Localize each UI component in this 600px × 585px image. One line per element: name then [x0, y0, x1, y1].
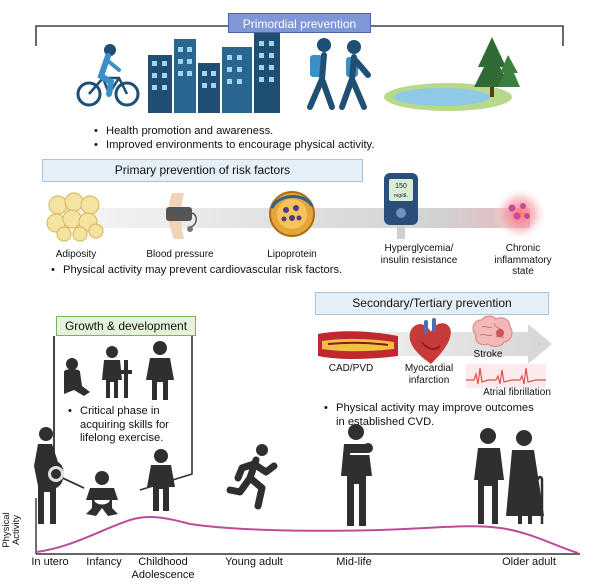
growth-title: Growth & development	[56, 316, 196, 336]
ecg-icon	[466, 364, 546, 388]
heart-icon	[409, 318, 451, 364]
pregnant-woman-icon	[34, 427, 64, 524]
artery-plaque-icon	[318, 331, 398, 359]
runner-icon	[226, 444, 278, 510]
child-icon	[147, 449, 175, 511]
label-stroke: Stroke	[473, 349, 503, 360]
primordial-bullets: Health promotion and awareness. Improved…	[92, 125, 492, 152]
physical-activity-plot	[35, 498, 580, 555]
children-development-icon	[64, 341, 174, 400]
growth-bullet-list: Critical phase in acquiring skills for l…	[66, 405, 192, 446]
stage-young-adult: Young adult	[225, 556, 283, 568]
primordial-bullet: Health promotion and awareness.	[92, 125, 492, 139]
label-adiposity: Adiposity	[55, 249, 97, 260]
label-blood-pressure: Blood pressure	[146, 249, 214, 260]
cyclist-icon	[76, 44, 140, 107]
primordial-title: Primordial prevention	[228, 13, 371, 33]
label-hyperglycemia: Hyperglycemia/ insulin resistance	[380, 243, 458, 266]
lake-trees-icon	[384, 37, 520, 111]
label-inflammatory-state: Chronic inflammatory state	[494, 243, 552, 277]
blood-pressure-cuff-icon	[166, 193, 197, 239]
hikers-icon	[307, 38, 371, 110]
activity-curve	[35, 516, 579, 554]
label-lipoprotein: Lipoprotein	[267, 249, 317, 260]
elderly-couple-icon	[474, 428, 544, 524]
secondary-bullet-list: Physical activity may improve outcomes i…	[322, 402, 537, 429]
fat-cells-icon	[46, 192, 104, 242]
growth-bullet: Critical phase in acquiring skills for l…	[66, 405, 192, 446]
label-atrial-fibrillation: Atrial fibrillation	[483, 387, 551, 398]
baby-icon	[86, 471, 118, 516]
stage-infancy: Infancy	[86, 556, 122, 568]
brain-icon	[472, 315, 513, 348]
stage-older-adult: Older adult	[502, 556, 556, 568]
city-buildings-icon	[148, 33, 280, 113]
inflammation-icon	[493, 187, 547, 241]
label-myocardial-infarction: Myocardial infarction	[404, 363, 454, 386]
label-cad-pvd: CAD/PVD	[328, 363, 374, 374]
glucometer-icon: 150 mg/dL	[384, 173, 418, 239]
primary-bullet: Physical activity may prevent cardiovasc…	[49, 264, 389, 278]
parent-with-child-icon	[341, 424, 373, 526]
stage-childhood-adolescence: Childhood Adolescence	[131, 556, 195, 581]
glucometer-reading: 150	[395, 183, 407, 190]
y-axis-label: Physical Activity	[1, 512, 22, 548]
secondary-title: Secondary/Tertiary prevention	[315, 292, 549, 315]
primary-title: Primary prevention of risk factors	[42, 159, 363, 182]
stage-mid-life: Mid-life	[336, 556, 372, 568]
secondary-bullet: Physical activity may improve outcomes i…	[322, 402, 537, 429]
stage-in-utero: In utero	[31, 556, 69, 568]
glucometer-unit: mg/dL	[394, 193, 408, 199]
primordial-bullet: Improved environments to encourage physi…	[92, 139, 492, 153]
lipoprotein-icon	[269, 191, 315, 237]
primary-bullet-list: Physical activity may prevent cardiovasc…	[49, 264, 389, 278]
